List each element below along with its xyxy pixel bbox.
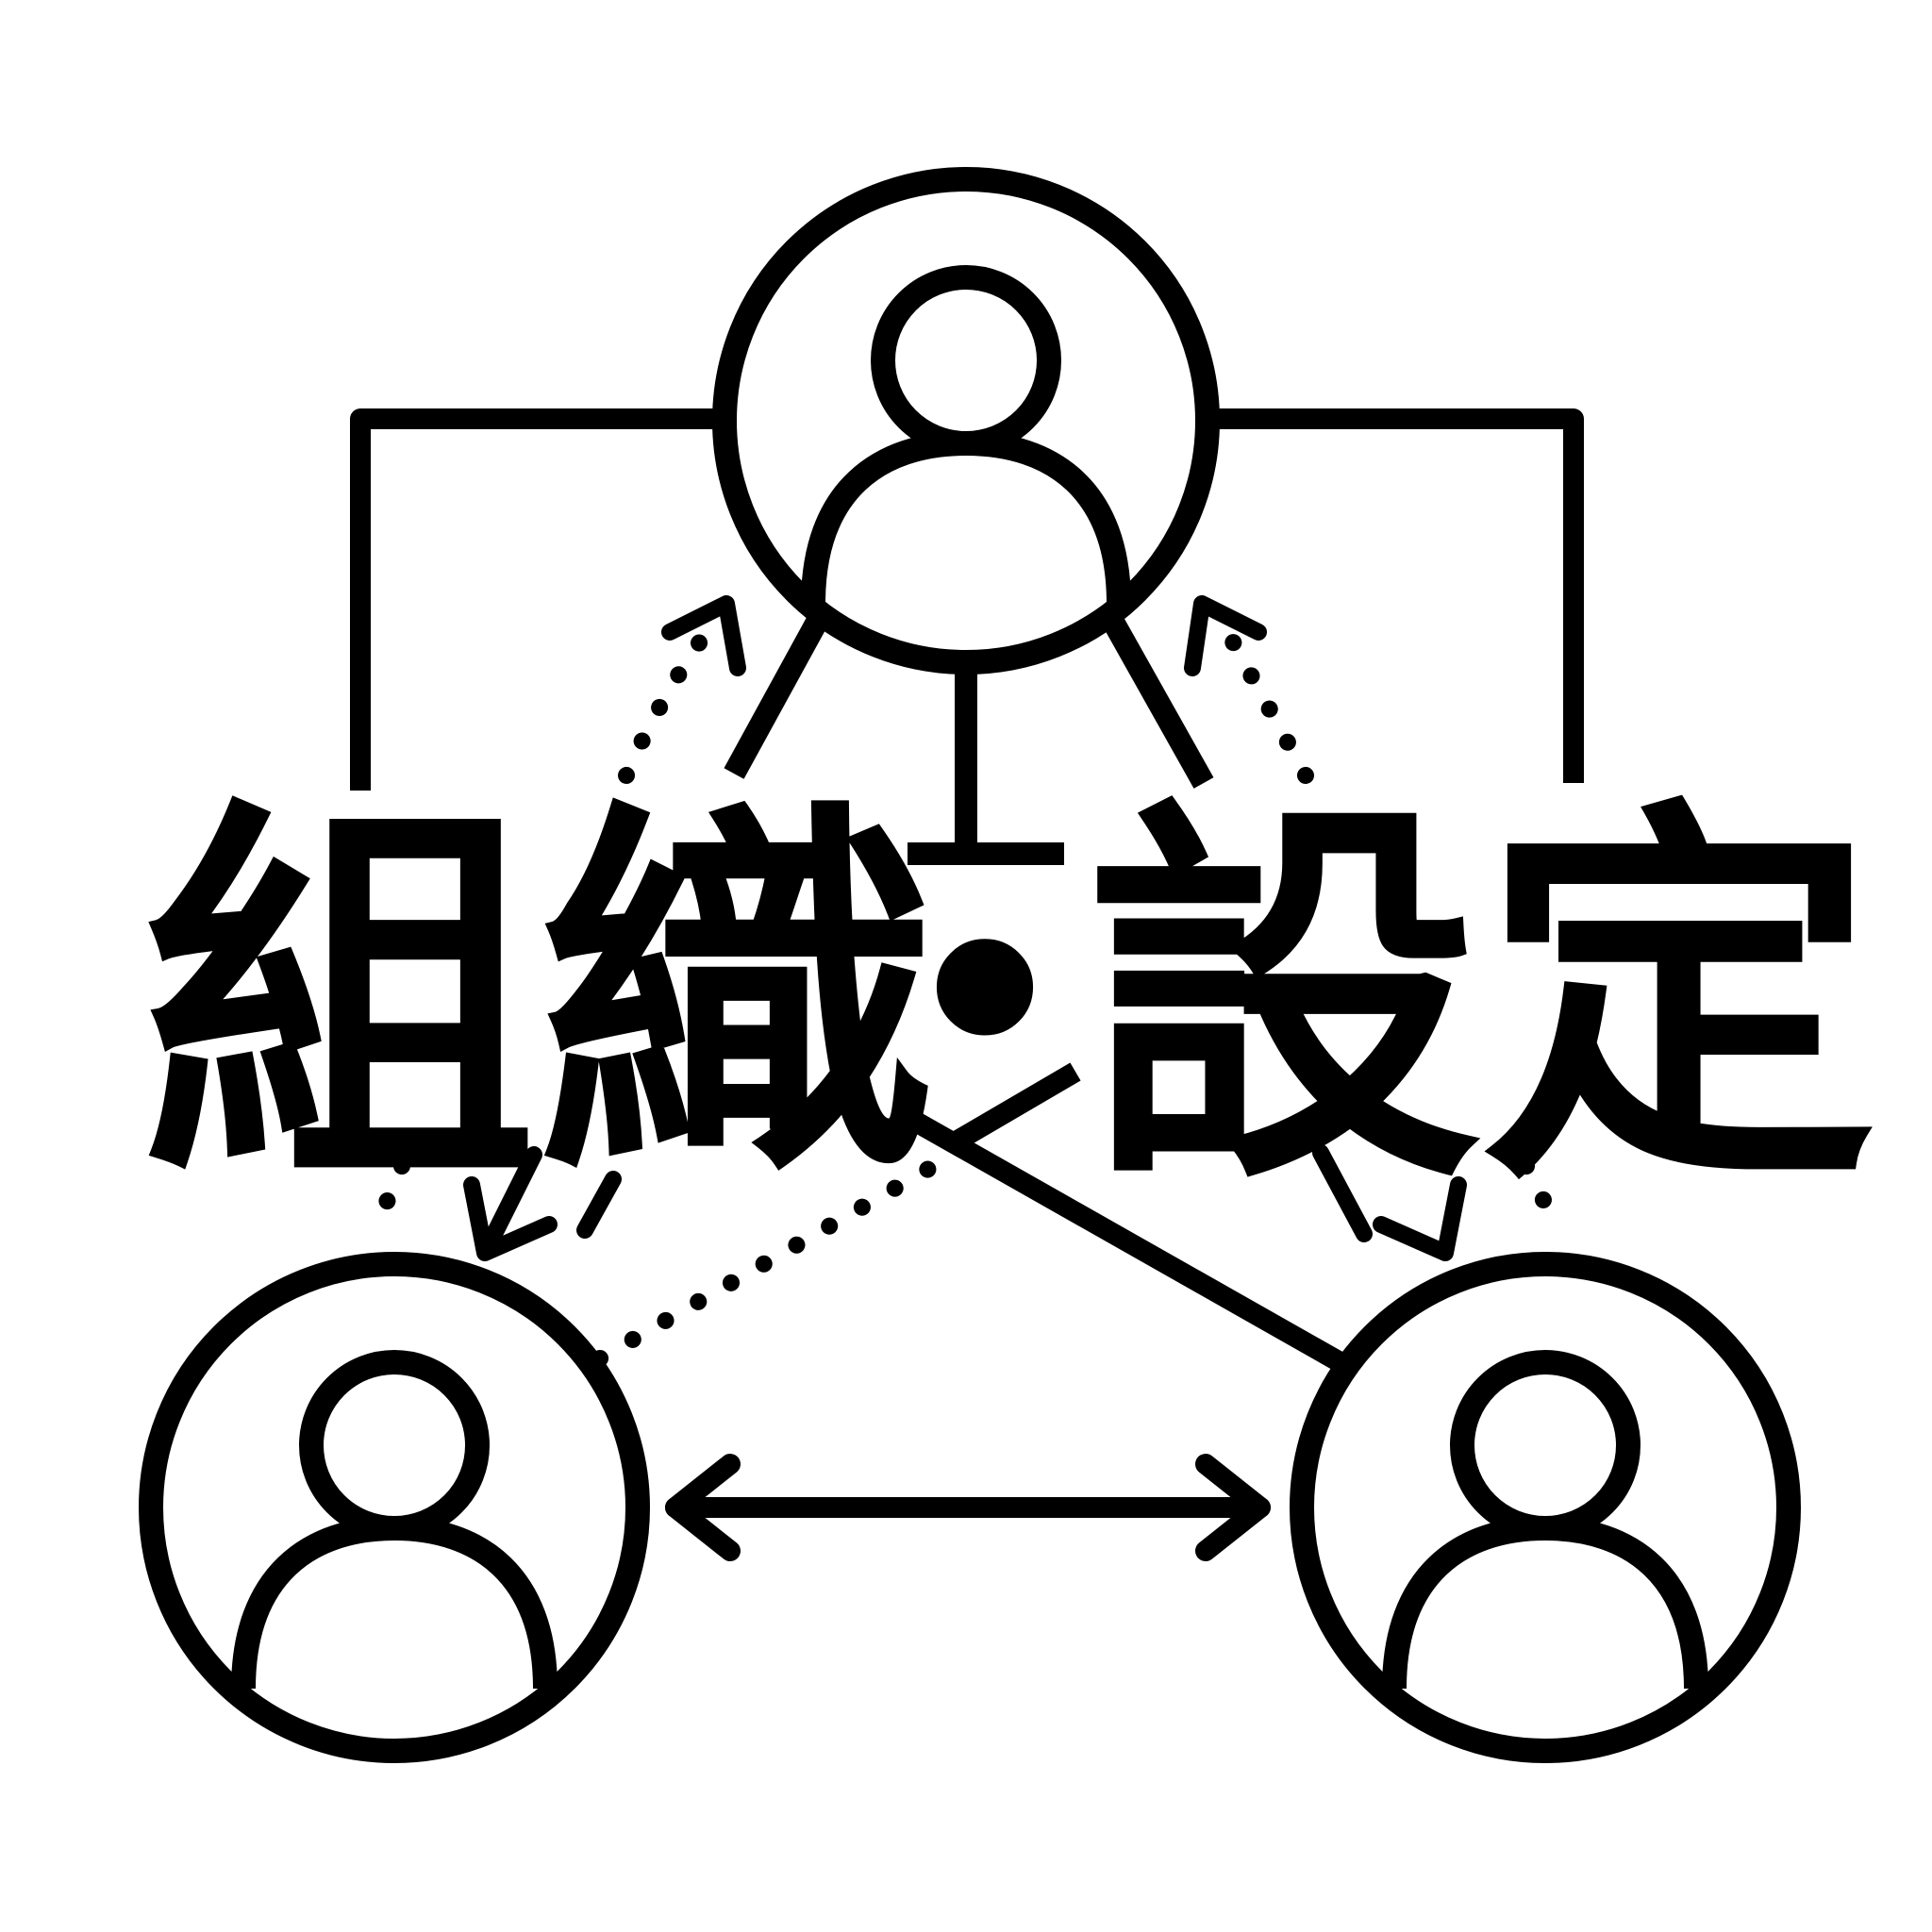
top-bracket-connector	[350, 408, 1584, 791]
short-diagonal-up	[947, 1062, 1081, 1153]
dotted-arrow-top-left	[618, 614, 722, 784]
dotted-arrows-top	[618, 614, 1314, 784]
title-right: 設定	[1085, 771, 1877, 1232]
arrow-stem-bottom-right	[1312, 1144, 1373, 1242]
top-person-node	[712, 167, 1220, 675]
arrowheads-bottom	[463, 1144, 1467, 1261]
person-icon	[231, 1350, 558, 1690]
arrow-stem-bottom-left	[482, 1146, 542, 1250]
person-icon	[801, 265, 1131, 605]
diagonal-connector	[902, 1062, 1349, 1374]
bottom-right-person-node	[1290, 1252, 1801, 1763]
bottom-left-person-node	[139, 1252, 650, 1763]
arrowhead-bottom-right	[1373, 1176, 1467, 1261]
bottom-left-node-circle	[139, 1252, 650, 1763]
arrow-stem-bottom-left-2	[576, 1171, 622, 1239]
left-bracket-line	[350, 408, 719, 791]
dotted-arrow-bottom-left	[369, 1158, 410, 1227]
dotted-arrows-bottom	[369, 1152, 1567, 1367]
arrowhead-right	[1195, 1454, 1271, 1561]
right-bracket-line	[1217, 408, 1584, 783]
left-diagonal-stem	[724, 609, 831, 779]
arrowhead-left	[665, 1454, 741, 1561]
person-icon	[1382, 1350, 1708, 1690]
bidirectional-arrow	[665, 1454, 1271, 1561]
dotted-arrow-top-right	[1214, 614, 1314, 784]
arrowhead-top-right	[1184, 595, 1267, 676]
arrowhead-bottom-left	[463, 1176, 558, 1261]
right-diagonal-stem	[1099, 609, 1214, 789]
arrowheads-top	[661, 595, 1267, 676]
top-node-stems	[724, 609, 1214, 865]
arrowhead-top-left	[661, 595, 746, 676]
diagonal-line-to-right-node	[902, 1108, 1349, 1374]
top-node-circle	[712, 167, 1220, 675]
dotted-arrow-bottom-right	[1518, 1158, 1567, 1227]
bottom-right-node-circle	[1290, 1252, 1801, 1763]
